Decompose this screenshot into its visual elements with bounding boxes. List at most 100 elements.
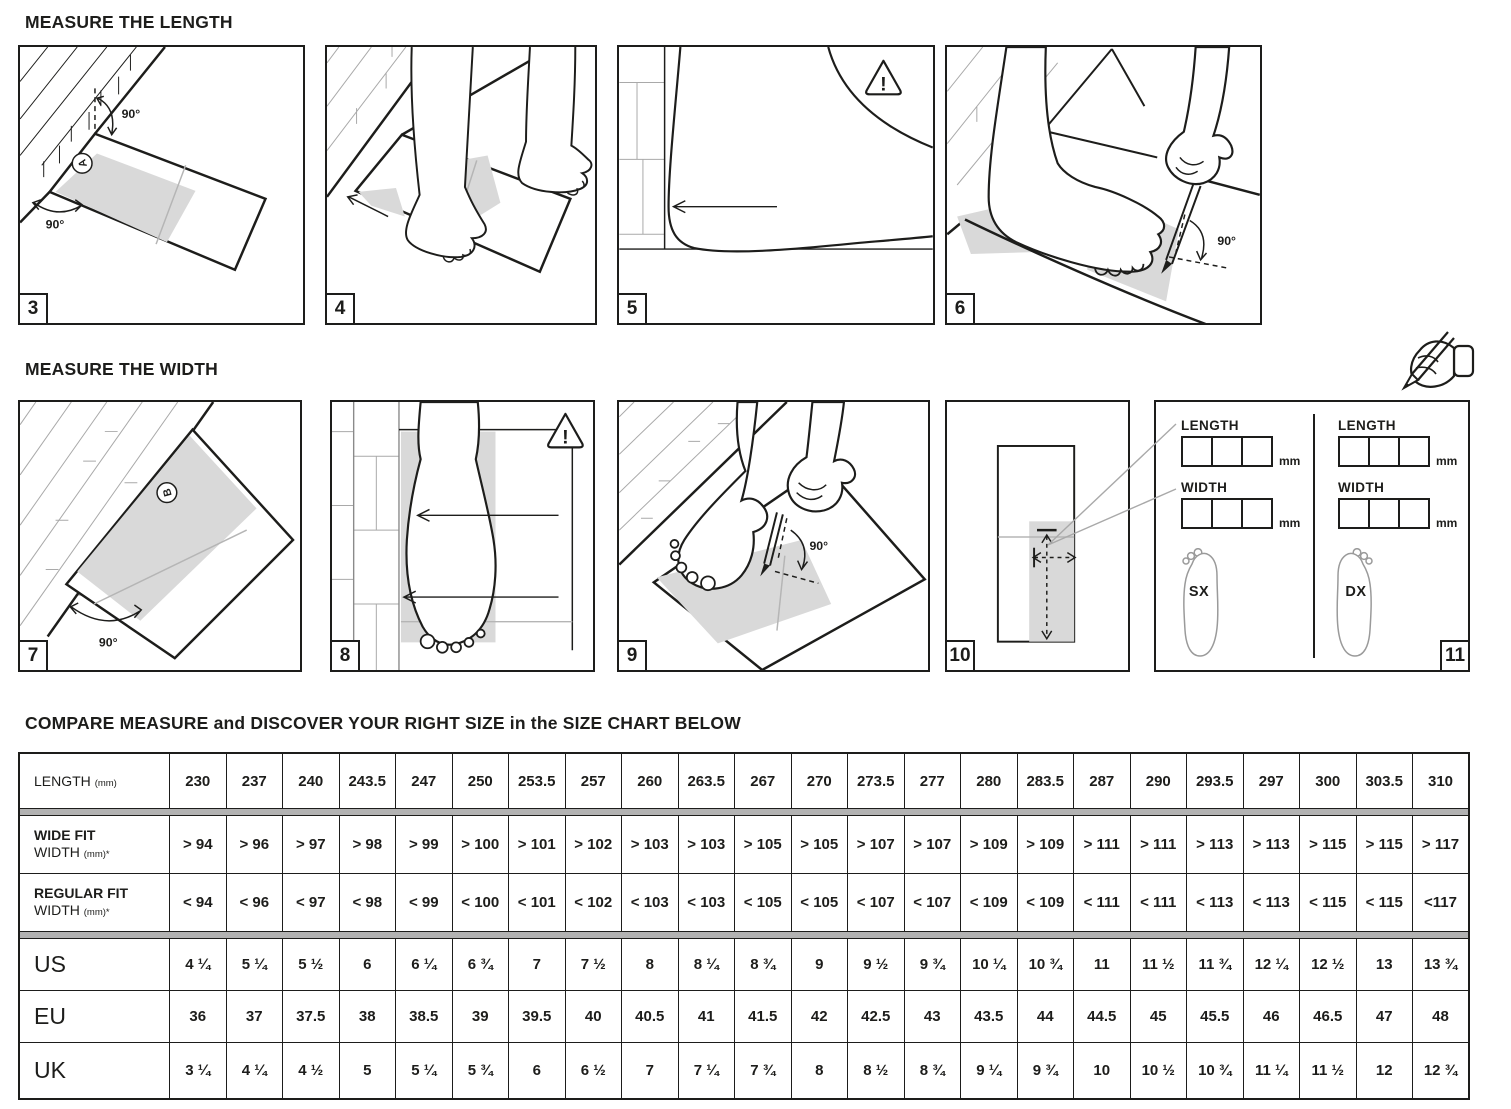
pencil xyxy=(763,512,784,566)
digit-box xyxy=(1211,436,1243,467)
marker-circle-a xyxy=(71,152,93,174)
size-cell: 253.5 xyxy=(508,752,566,809)
size-cell: < 103 xyxy=(677,873,735,932)
size-cell: < 94 xyxy=(169,873,227,932)
size-cell: 303.5 xyxy=(1355,752,1413,809)
digit-box xyxy=(1181,436,1213,467)
warning-icon: ! xyxy=(865,59,902,96)
size-cell: 6 ¾ xyxy=(451,938,509,991)
size-cell: > 111 xyxy=(1129,815,1187,874)
angle-label-bottom: 90° xyxy=(46,217,65,231)
width-arrowheads xyxy=(1031,552,1077,564)
size-cell: < 111 xyxy=(1129,873,1187,932)
warning-icon: ! xyxy=(547,412,584,449)
warning-mark: ! xyxy=(880,73,887,95)
size-cell: 9 ¾ xyxy=(903,938,961,991)
size-cell: 41.5 xyxy=(734,990,792,1043)
digit-box xyxy=(1338,498,1370,529)
marker-a-label: A xyxy=(76,158,90,169)
size-cell: 5 xyxy=(338,1042,396,1100)
size-cell: > 105 xyxy=(734,815,792,874)
foot-outline xyxy=(987,47,1166,273)
size-cell: 11 ½ xyxy=(1299,1042,1357,1100)
panel-8-illustration: ! xyxy=(332,402,584,670)
dashed-angle-lines xyxy=(774,518,819,585)
angle-label: 90° xyxy=(99,635,118,649)
angle-arc xyxy=(790,529,809,571)
finger-lines xyxy=(796,482,827,501)
size-cell: > 94 xyxy=(169,815,227,874)
size-cell: 260 xyxy=(621,752,679,809)
size-cell: > 113 xyxy=(1242,815,1300,874)
size-cell: 38.5 xyxy=(395,990,453,1043)
size-cell: > 105 xyxy=(790,815,848,874)
size-cell: 8 ¼ xyxy=(677,938,735,991)
size-cell: 8 xyxy=(790,1042,848,1100)
size-cell: 12 xyxy=(1355,1042,1413,1100)
panel-6-illustration: 90° xyxy=(947,47,1260,323)
size-cell: 297 xyxy=(1242,752,1300,809)
size-cell: 263.5 xyxy=(677,752,735,809)
panel-number-badge: 3 xyxy=(18,293,48,325)
panel-4: 4 xyxy=(325,45,597,325)
size-cell: 8 xyxy=(621,938,679,991)
size-cell: 6 ¼ xyxy=(395,938,453,991)
size-cell: < 103 xyxy=(621,873,679,932)
size-cell: < 115 xyxy=(1355,873,1413,932)
toes xyxy=(442,248,472,263)
footprint-icon xyxy=(1182,548,1219,657)
width-label: WIDTH xyxy=(1181,480,1228,495)
heading-size-chart: COMPARE MEASURE and DISCOVER YOUR RIGHT … xyxy=(25,713,741,733)
angle-label-top: 90° xyxy=(122,107,141,121)
panel-6: 90° 6 xyxy=(945,45,1262,325)
angle-label: 90° xyxy=(1217,234,1236,248)
pencil-tip xyxy=(760,563,771,577)
table-separator xyxy=(18,808,1470,816)
unit-label: mm xyxy=(1436,454,1458,468)
size-cell: 6 ½ xyxy=(564,1042,622,1100)
size-cell: 4 ¼ xyxy=(169,938,227,991)
size-cell: 13 ¾ xyxy=(1412,938,1470,991)
panel-8: ! 8 xyxy=(330,400,595,672)
size-cell: 6 xyxy=(508,1042,566,1100)
warning-mark: ! xyxy=(562,426,569,448)
hand-outline xyxy=(1165,47,1234,186)
angle-label: 90° xyxy=(809,539,828,553)
size-cell: > 97 xyxy=(282,815,340,874)
size-cell: > 101 xyxy=(508,815,566,874)
size-cell: 44 xyxy=(1016,990,1074,1043)
size-cell: 45 xyxy=(1129,990,1187,1043)
size-cell: 11 ¾ xyxy=(1186,938,1244,991)
width-arrow-top xyxy=(416,508,559,522)
size-cell: 8 ¾ xyxy=(903,1042,961,1100)
paper-fold-line xyxy=(155,165,187,245)
size-cell: > 103 xyxy=(677,815,735,874)
length-label: LENGTH xyxy=(1181,418,1239,433)
panel-7: B 90° 7 xyxy=(18,400,302,672)
panel-number-badge: 10 xyxy=(945,640,975,672)
size-cell: < 113 xyxy=(1242,873,1300,932)
size-cell: > 113 xyxy=(1186,815,1244,874)
tile-wall-lines xyxy=(332,431,399,670)
size-cell: 39 xyxy=(451,990,509,1043)
size-cell: 237 xyxy=(225,752,283,809)
panel-4-illustration xyxy=(327,47,593,274)
size-cell: 42.5 xyxy=(847,990,905,1043)
size-cell: 40.5 xyxy=(621,990,679,1043)
form-right-foot: LENGTH mm WIDTH mm DX xyxy=(1313,402,1472,670)
ankle-front-outline xyxy=(827,47,933,149)
width-label: WIDTH xyxy=(1338,480,1385,495)
size-cell: 280 xyxy=(960,752,1018,809)
paper-shading xyxy=(656,539,832,644)
panel-9-illustration: 90° xyxy=(619,402,927,670)
size-cell: 41 xyxy=(677,990,735,1043)
size-cell: < 113 xyxy=(1186,873,1244,932)
size-cell: 47 xyxy=(1355,990,1413,1043)
size-cell: 10 ¾ xyxy=(1186,1042,1244,1100)
size-cell: 7 ¼ xyxy=(677,1042,735,1100)
wall-corner-lines xyxy=(352,402,400,670)
